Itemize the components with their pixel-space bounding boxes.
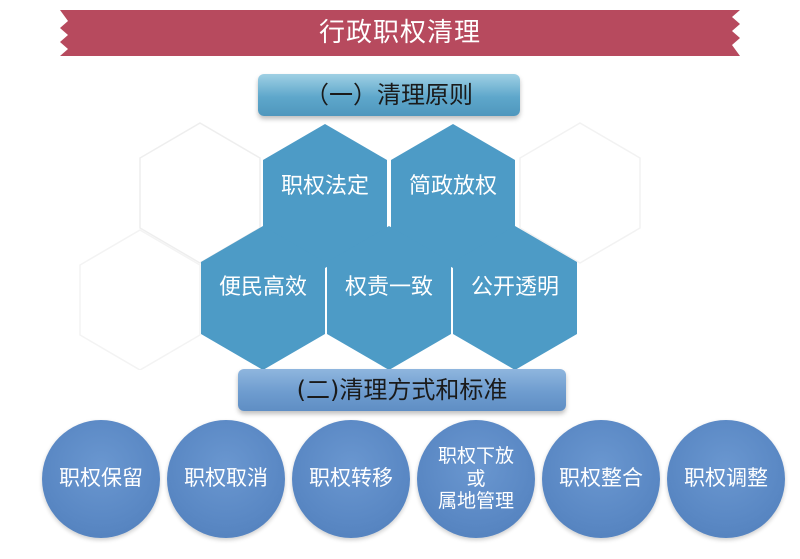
hexagon-cluster <box>79 122 641 370</box>
hexagon-principle-1 <box>263 124 387 268</box>
method-label: 职权取消 <box>184 466 268 491</box>
decor-hexagon-left <box>139 122 261 264</box>
decor-hexagon-bottom-left <box>79 229 201 370</box>
hexagon-principle-3 <box>201 226 325 370</box>
banner-shape <box>60 10 740 56</box>
method-circle: 职权整合 <box>542 420 660 538</box>
method-circle: 职权保留 <box>42 420 160 538</box>
method-label: 职权调整 <box>684 466 768 491</box>
section-heading-methods: (二)清理方式和标准 <box>238 369 566 411</box>
method-circle: 职权转移 <box>292 420 410 538</box>
principle-label: 公开透明 <box>470 275 559 300</box>
hexagon-principle-5 <box>453 226 577 370</box>
method-label: 职权下放 或 属地管理 <box>437 444 514 513</box>
principle-label: 职权法定 <box>280 174 369 199</box>
section-heading-principles: （一）清理原则 <box>258 74 520 116</box>
principle-label: 权责一致 <box>344 275 433 300</box>
hexagon-principle-2 <box>391 124 515 268</box>
method-circle: 职权下放 或 属地管理 <box>417 420 535 538</box>
page-title: 行政职权清理 <box>318 18 481 48</box>
principle-label: 简政放权 <box>408 174 497 199</box>
method-label: 职权整合 <box>559 466 643 491</box>
method-label: 职权转移 <box>309 466 393 491</box>
method-label: 职权保留 <box>59 466 143 491</box>
hexagon-principle-4 <box>327 226 451 370</box>
method-circle: 职权调整 <box>667 420 785 538</box>
method-circle: 职权取消 <box>167 420 285 538</box>
title-banner: 行政职权清理 <box>60 10 740 56</box>
principle-label: 便民高效 <box>218 275 307 300</box>
decor-hexagon-right <box>519 122 641 264</box>
